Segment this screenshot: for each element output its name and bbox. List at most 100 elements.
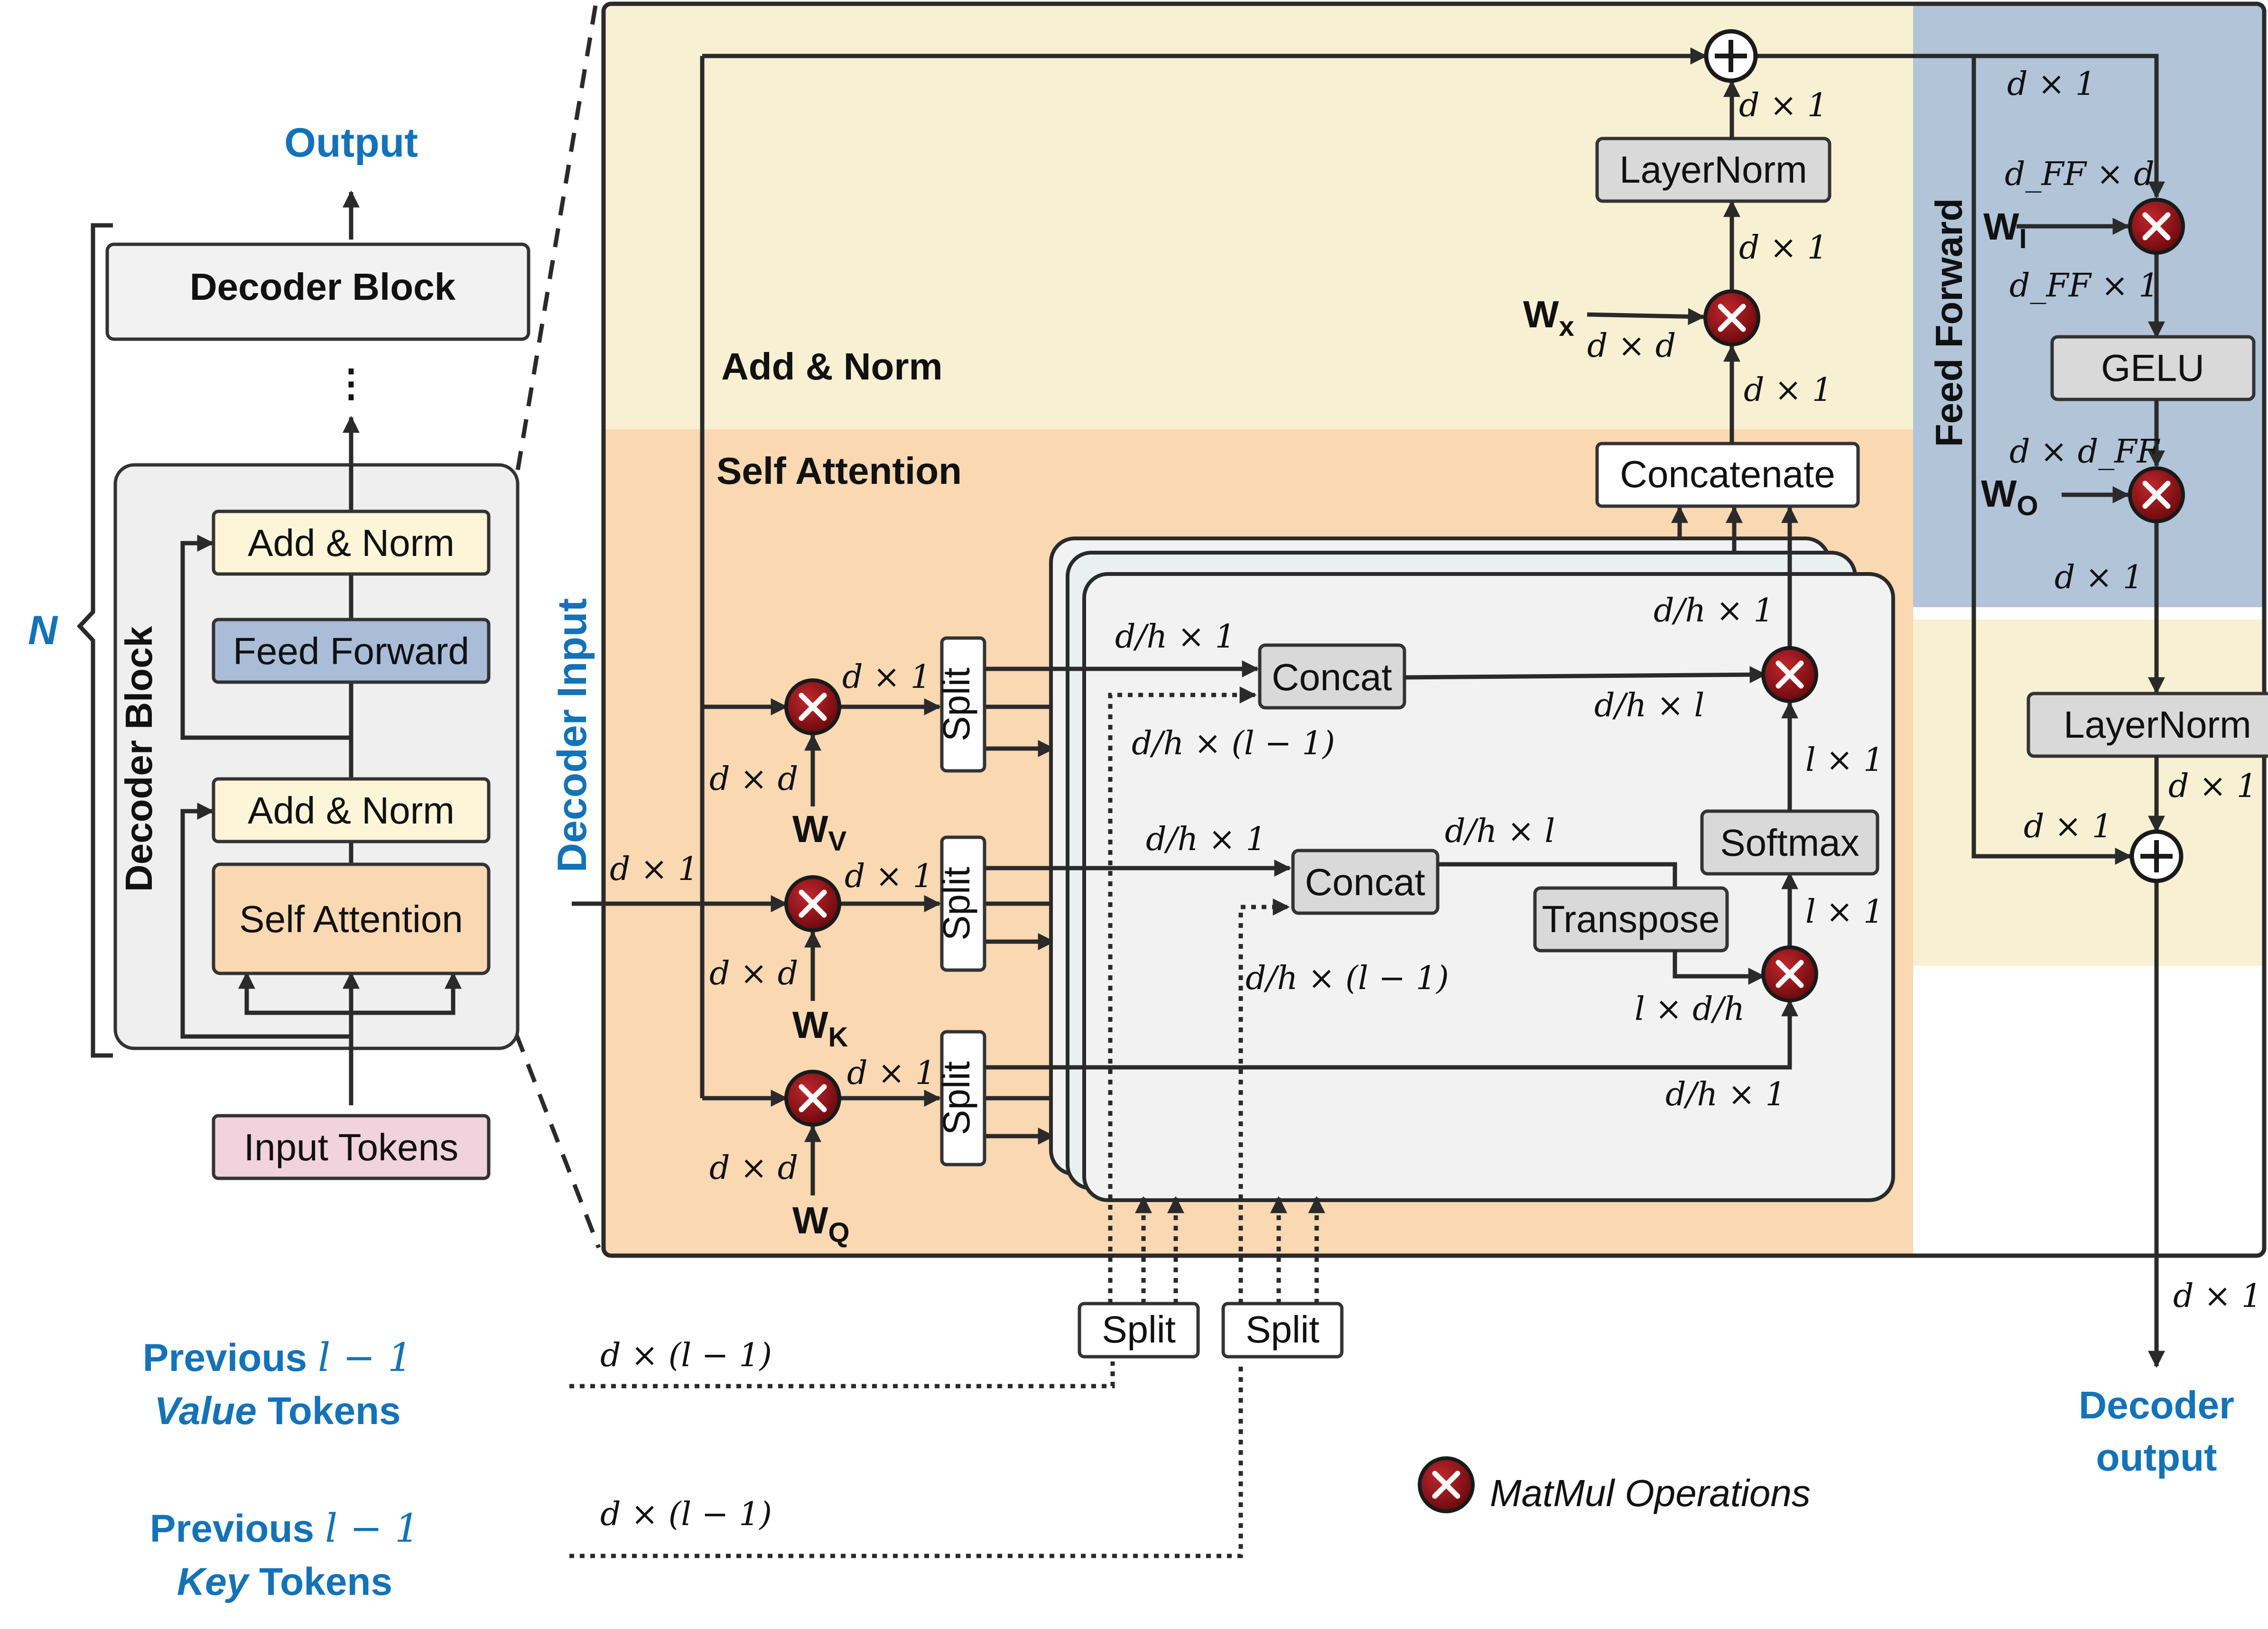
wx-arrow <box>1587 308 1705 325</box>
gelu-box <box>2050 335 2256 401</box>
split-value-out-1 <box>1108 686 1257 1304</box>
input-tokens-box <box>212 1114 491 1180</box>
output-label: Output <box>284 120 418 166</box>
prev-key-line <box>569 1361 1243 1558</box>
dim-v-prev: d/h × (l − 1) <box>1132 725 1335 762</box>
residual-upper <box>180 535 351 740</box>
legend-label: MatMul Operations <box>1490 1472 1811 1514</box>
prev-value-label-line2: Value Tokens <box>154 1389 401 1433</box>
decoder-output-label-1: Decoder <box>2079 1384 2234 1427</box>
dim-mmx-out: d × 1 <box>1739 229 1828 267</box>
softmax-label: Softmax <box>1720 822 1859 864</box>
split-key-bottom-box <box>1221 1302 1344 1359</box>
dim-v-concat: d/h × l <box>1594 687 1704 724</box>
add-norm-region <box>604 4 1913 431</box>
ellipsis-icon: ⋮ <box>332 362 370 404</box>
prev-value-line <box>569 1361 1115 1388</box>
dim-q-head: d/h × 1 <box>1665 1076 1786 1113</box>
dim-wv: d × d <box>709 760 798 798</box>
dim-k-prev: d/h × (l − 1) <box>1246 960 1449 997</box>
layernorm-top-label: LayerNorm <box>1619 148 1807 191</box>
ff-residual <box>1971 56 2132 865</box>
dim-attn-out: d/h × 1 <box>1654 592 1774 629</box>
split-key-out-1 <box>1238 898 1290 1304</box>
prev-value-label-line1: Previous l − 1 <box>143 1335 412 1380</box>
dim-transpose-out: l × d/h <box>1635 990 1745 1028</box>
concat-v-label: Concat <box>1272 656 1392 698</box>
add-norm-title: Add & Norm <box>721 345 943 388</box>
dim-decoder-output: d × 1 <box>2173 1277 2262 1315</box>
branch-right <box>351 972 462 1015</box>
concatenate-label: Concatenate <box>1620 453 1835 495</box>
branch-left <box>238 972 351 1015</box>
dim-k-proj: d × 1 <box>845 858 933 895</box>
self-attention-box <box>212 862 491 975</box>
dim-concatenate-out: d × 1 <box>1744 371 1832 409</box>
matmul-wx-icon <box>1705 291 1758 344</box>
split-k-box <box>940 835 986 972</box>
n-brace <box>76 223 113 1058</box>
concat-k-box <box>1291 849 1440 915</box>
matmul-k-icon <box>786 877 839 930</box>
wv-label: WV <box>792 808 847 857</box>
dim-wo: d × d_FF <box>2009 433 2160 471</box>
matmul-attention-v-icon <box>1763 648 1816 701</box>
wk-label: WK <box>792 1004 848 1053</box>
dim-wi: d_FF × d <box>2005 156 2155 193</box>
dim-layernorm-right-out: d × 1 <box>2168 768 2257 805</box>
add-norm-lower-box <box>212 777 491 843</box>
dim-mmi-out: d_FF × 1 <box>2009 267 2159 305</box>
legend-matmul-icon <box>1420 1458 1473 1511</box>
dim-k-head: d/h × 1 <box>1146 821 1266 858</box>
split-value-bottom-label: Split <box>1102 1308 1176 1351</box>
wq-label: WQ <box>792 1199 850 1248</box>
dim-layernorm-out: d × 1 <box>1739 87 1828 124</box>
residual-lower <box>180 803 351 1039</box>
transpose-label: Transpose <box>1542 898 1720 940</box>
wo-label: WO <box>1981 472 2038 521</box>
dim-residual-in: d × 1 <box>2024 808 2112 845</box>
dim-v-head: d/h × 1 <box>1115 618 1236 656</box>
add-norm-lower-label: Add & Norm <box>248 789 455 832</box>
q-head-line <box>985 999 1798 1070</box>
split-key-bottom-label: Split <box>1246 1308 1320 1351</box>
self-attention-title: Self Attention <box>716 450 962 492</box>
dim-q-proj: d × 1 <box>847 1055 936 1092</box>
split-q-label: Split <box>935 1061 977 1135</box>
main-content: Add & Norm Self Attention Feed Forward D… <box>143 31 2268 1603</box>
layernorm-top-box <box>1595 137 1831 203</box>
transpose-box <box>1533 886 1729 953</box>
dim-prev-key: d × (l − 1) <box>600 1496 772 1533</box>
layernorm-right-label: LayerNorm <box>2064 703 2251 746</box>
add-top-icon <box>1706 31 1756 81</box>
dim-mmo-out: d × 1 <box>2054 559 2143 596</box>
prev-key-label-line1: Previous l − 1 <box>150 1506 419 1551</box>
decoder-block-vertical-label: Decoder Block <box>118 626 160 892</box>
dim-ff-in: d × 1 <box>2007 65 2096 103</box>
feed-forward-region <box>1913 4 2264 607</box>
concat-v-to-mm <box>1404 666 1767 684</box>
feed-forward-title: Feed Forward <box>1928 198 1970 447</box>
decoder-block-top-label: Decoder Block <box>190 266 456 308</box>
dim-softmax-out: l × 1 <box>1805 741 1884 779</box>
dim-k-concat: d/h × l <box>1445 813 1555 850</box>
zoom-line-top <box>514 5 598 480</box>
concatenate-box <box>1595 442 1860 508</box>
decoder-input-label: Decoder Input <box>549 598 595 872</box>
dim-prev-value: d × (l − 1) <box>600 1337 772 1374</box>
concat-k-to-transpose <box>1438 862 1677 888</box>
split-v-label: Split <box>935 667 977 741</box>
add-norm-upper-label: Add & Norm <box>248 522 455 564</box>
dim-wx: d × d <box>1587 327 1676 365</box>
head-card-front <box>1082 572 1895 1202</box>
dim-wk: d × d <box>709 955 798 992</box>
zoom-line-bottom <box>514 1033 601 1249</box>
dim-v-proj: d × 1 <box>842 658 931 696</box>
concat-k-label: Concat <box>1305 861 1425 903</box>
matmul-wi-icon <box>2130 200 2183 253</box>
matmul-wo-icon <box>2130 468 2183 521</box>
self-attention-label: Self Attention <box>239 898 463 940</box>
split-q-box <box>940 1030 986 1166</box>
prev-key-label-line2: Key Tokens <box>177 1560 392 1603</box>
